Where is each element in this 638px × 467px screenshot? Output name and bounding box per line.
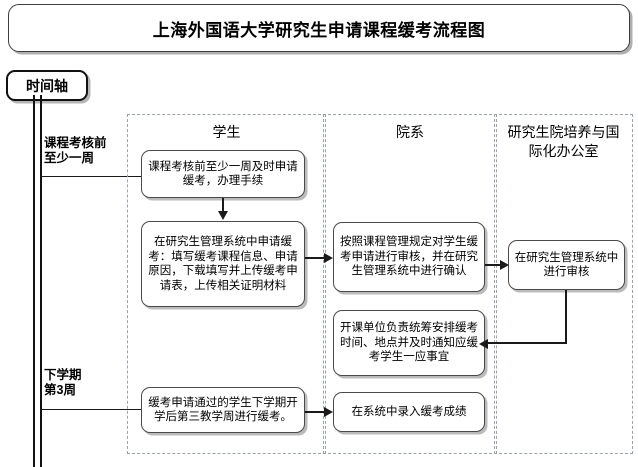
connector-apply-to-form (222, 198, 224, 212)
timeline-branch-line-1 (40, 176, 145, 177)
connector-grad-office-to-arrange-horizontal (487, 342, 566, 344)
node-grad-office-review: 在研究生管理系统中进行审核 (508, 240, 625, 290)
swimlane-student: 学生 (127, 114, 326, 454)
connector-grad-office-to-arrange-arrow (479, 338, 488, 349)
connector-grad-office-to-arrange-vertical (565, 290, 567, 344)
swimlane-title-graduate-office: 研究生院培养与国 际化办公室 (507, 124, 620, 159)
timeline-marker-label-1: 课程考核前 至少一周 (44, 136, 107, 165)
connector-apply-to-form-arrow (218, 211, 228, 220)
connector-makeup-to-enter-score-arrow (324, 407, 333, 417)
node-student-makeup-exam: 缓考申请通过的学生下学期开学后第三教学周进行缓考。 (141, 387, 305, 433)
node-student-system-form: 在研究生管理系统中申请缓考：填写缓考课程信息、申请原因，下载填写并上传缓考申请表… (141, 221, 305, 307)
timeline-marker-label-2: 下学期 第3周 (44, 368, 82, 397)
swimlane-title-student: 学生 (212, 124, 241, 140)
connector-form-to-dept-review (305, 257, 328, 259)
timeline-badge-label: 时间轴 (26, 77, 68, 94)
timeline-badge: 时间轴 (6, 70, 88, 101)
page-title: 上海外国语大学研究生申请课程缓考流程图 (152, 20, 486, 40)
chart-title-banner: 上海外国语大学研究生申请课程缓考流程图 (8, 4, 630, 52)
swimlane-graduate-office: 研究生院培养与国 际化办公室 (494, 114, 633, 454)
swimlane-title-department: 院系 (396, 124, 424, 140)
connector-dept-review-to-grad-office (485, 264, 504, 266)
swimlane-department: 院系 (323, 114, 497, 454)
timeline-branch-line-2 (40, 409, 145, 410)
node-dept-enter-score: 在系统中录入缓考成绩 (333, 392, 485, 432)
connector-form-to-dept-review-arrow (324, 253, 333, 263)
node-dept-arrange: 开课单位负责统筹安排缓考时间、地点并及时通知应缓考学生一应事宜 (333, 310, 485, 376)
connector-makeup-to-enter-score (305, 411, 328, 413)
timeline-axis (33, 95, 42, 467)
node-dept-review: 按照课程管理规定对学生缓考申请进行审核，并在研究生管理系统中进行确认 (333, 222, 485, 292)
node-student-apply: 课程考核前至少一周及时申请缓考，办理手续 (141, 150, 305, 198)
connector-dept-review-to-grad-office-arrow (500, 260, 509, 270)
